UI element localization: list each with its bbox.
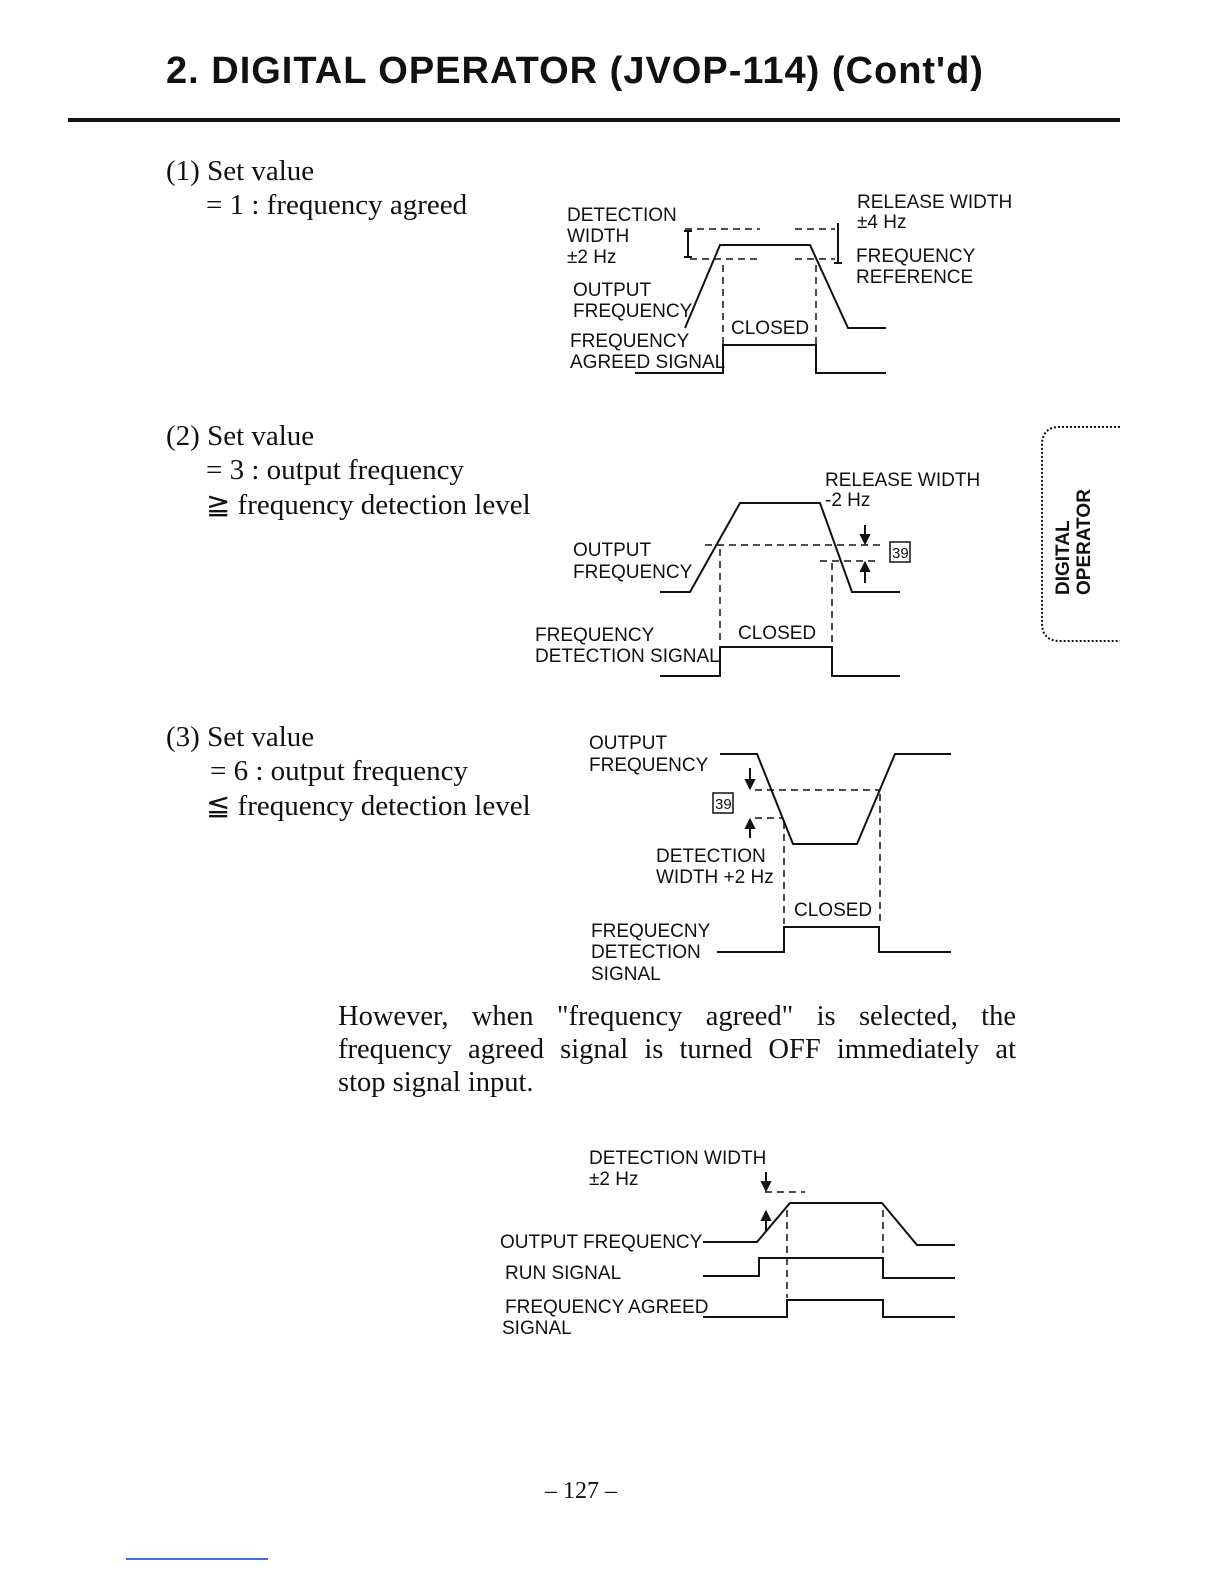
waveform-agreed-signal xyxy=(635,344,886,374)
bottom-rule xyxy=(126,1558,268,1560)
label-agreed-signal: FREQUENCY AGREED xyxy=(505,1297,708,1318)
label-run-signal: RUN SIGNAL xyxy=(505,1263,621,1284)
label-output-frequency-2: FREQUENCY xyxy=(589,755,709,776)
waveform-output-frequency xyxy=(703,1202,955,1246)
section1-setting: = 1 : frequency agreed xyxy=(206,189,468,221)
label-closed: CLOSED xyxy=(731,318,809,339)
label-closed: CLOSED xyxy=(738,623,816,644)
section1-heading: (1) Set value xyxy=(166,155,315,187)
param-39: 39 xyxy=(715,796,732,813)
section2-condition: ≧ frequency detection level xyxy=(206,489,531,521)
label-frequency-reference-2: REFERENCE xyxy=(856,267,973,288)
side-tab-line2: OPERATOR xyxy=(1074,489,1095,595)
waveform-detection-signal xyxy=(717,926,951,953)
label-output-frequency: OUTPUT xyxy=(573,280,652,301)
diagram-frequency-detection-ge: RELEASE WIDTH -2 Hz OUTPUT FREQUENCY 39 … xyxy=(535,470,980,677)
label-output-frequency: OUTPUT xyxy=(589,733,668,754)
label-detection-signal-3: SIGNAL xyxy=(591,964,661,985)
label-detection-signal-2: DETECTION xyxy=(591,942,701,963)
label-output-frequency-2: FREQUENCY xyxy=(573,301,693,322)
label-detection-width-2: WIDTH +2 Hz xyxy=(656,867,774,888)
label-closed: CLOSED xyxy=(794,900,872,921)
section2-heading: (2) Set value xyxy=(166,420,315,452)
page-title: 2. DIGITAL OPERATOR (JVOP-114) (Cont'd) xyxy=(166,50,984,92)
side-tab-line1: DIGITAL xyxy=(1053,520,1074,595)
label-agreed-signal: FREQUENCY xyxy=(570,331,690,352)
side-tab-outline xyxy=(1041,426,1120,642)
label-release-width: RELEASE WIDTH xyxy=(857,192,1012,213)
label-output-frequency-2: FREQUENCY xyxy=(573,562,693,583)
label-detection-signal: FREQUECNY xyxy=(591,921,711,942)
section3-condition: ≦ frequency detection level xyxy=(206,790,531,822)
param-box-39 xyxy=(889,541,911,563)
section3-setting: = 6 : output frequency xyxy=(210,755,468,787)
waveform-run-signal xyxy=(703,1257,955,1279)
note-line-1: However, when "frequency agreed" is sele… xyxy=(338,1001,1016,1032)
label-detection-signal: FREQUENCY xyxy=(535,625,655,646)
label-output-frequency: OUTPUT FREQUENCY xyxy=(500,1232,703,1253)
label-detection-width: DETECTION xyxy=(567,205,677,226)
note-paragraph: However, when "frequency agreed" is sele… xyxy=(338,1000,1016,1099)
label-agreed-signal-2: SIGNAL xyxy=(502,1318,572,1339)
note-line-2: frequency agreed signal is turned OFF im… xyxy=(338,1034,1016,1065)
label-frequency-reference: FREQUENCY xyxy=(856,246,976,267)
waveform-agreed-signal xyxy=(703,1299,955,1318)
param-39: 39 xyxy=(892,545,909,562)
page-number: – 127 – xyxy=(545,1478,617,1504)
label-detection-signal-2: DETECTION SIGNAL xyxy=(535,646,720,667)
label-output-frequency: OUTPUT xyxy=(573,540,652,561)
section2-setting: = 3 : output frequency xyxy=(206,454,464,486)
label-agreed-signal-2: AGREED SIGNAL xyxy=(570,352,725,373)
label-release-width-2: ±4 Hz xyxy=(857,212,907,233)
param-box-39 xyxy=(712,792,734,814)
diagram-frequency-agreed: DETECTION WIDTH ±2 Hz RELEASE WIDTH ±4 H… xyxy=(567,192,1012,374)
note-line-3: stop signal input. xyxy=(338,1067,534,1098)
header-rule xyxy=(68,118,1120,122)
label-detection-width-2: WIDTH xyxy=(567,226,629,247)
diagram-stop-signal: DETECTION WIDTH ±2 Hz OUTPUT FREQUENCY R… xyxy=(500,1148,955,1339)
label-detection-width-3: ±2 Hz xyxy=(567,247,617,268)
section3-heading: (3) Set value xyxy=(166,721,315,753)
waveform-output-frequency xyxy=(660,502,900,593)
waveform-output-frequency xyxy=(684,244,886,329)
diagram-frequency-detection-le: OUTPUT FREQUENCY 39 DETECTION WIDTH +2 H… xyxy=(589,733,951,985)
waveform-output-frequency xyxy=(720,753,951,845)
label-detection-width: DETECTION xyxy=(656,846,766,867)
label-detection-width: DETECTION WIDTH xyxy=(589,1148,766,1169)
waveform-detection-signal xyxy=(660,646,900,677)
side-tab-label: DIGITAL OPERATOR xyxy=(1053,489,1095,595)
label-detection-width-2: ±2 Hz xyxy=(589,1169,639,1190)
label-release-width: RELEASE WIDTH xyxy=(825,470,980,491)
label-release-width-2: -2 Hz xyxy=(825,490,870,511)
